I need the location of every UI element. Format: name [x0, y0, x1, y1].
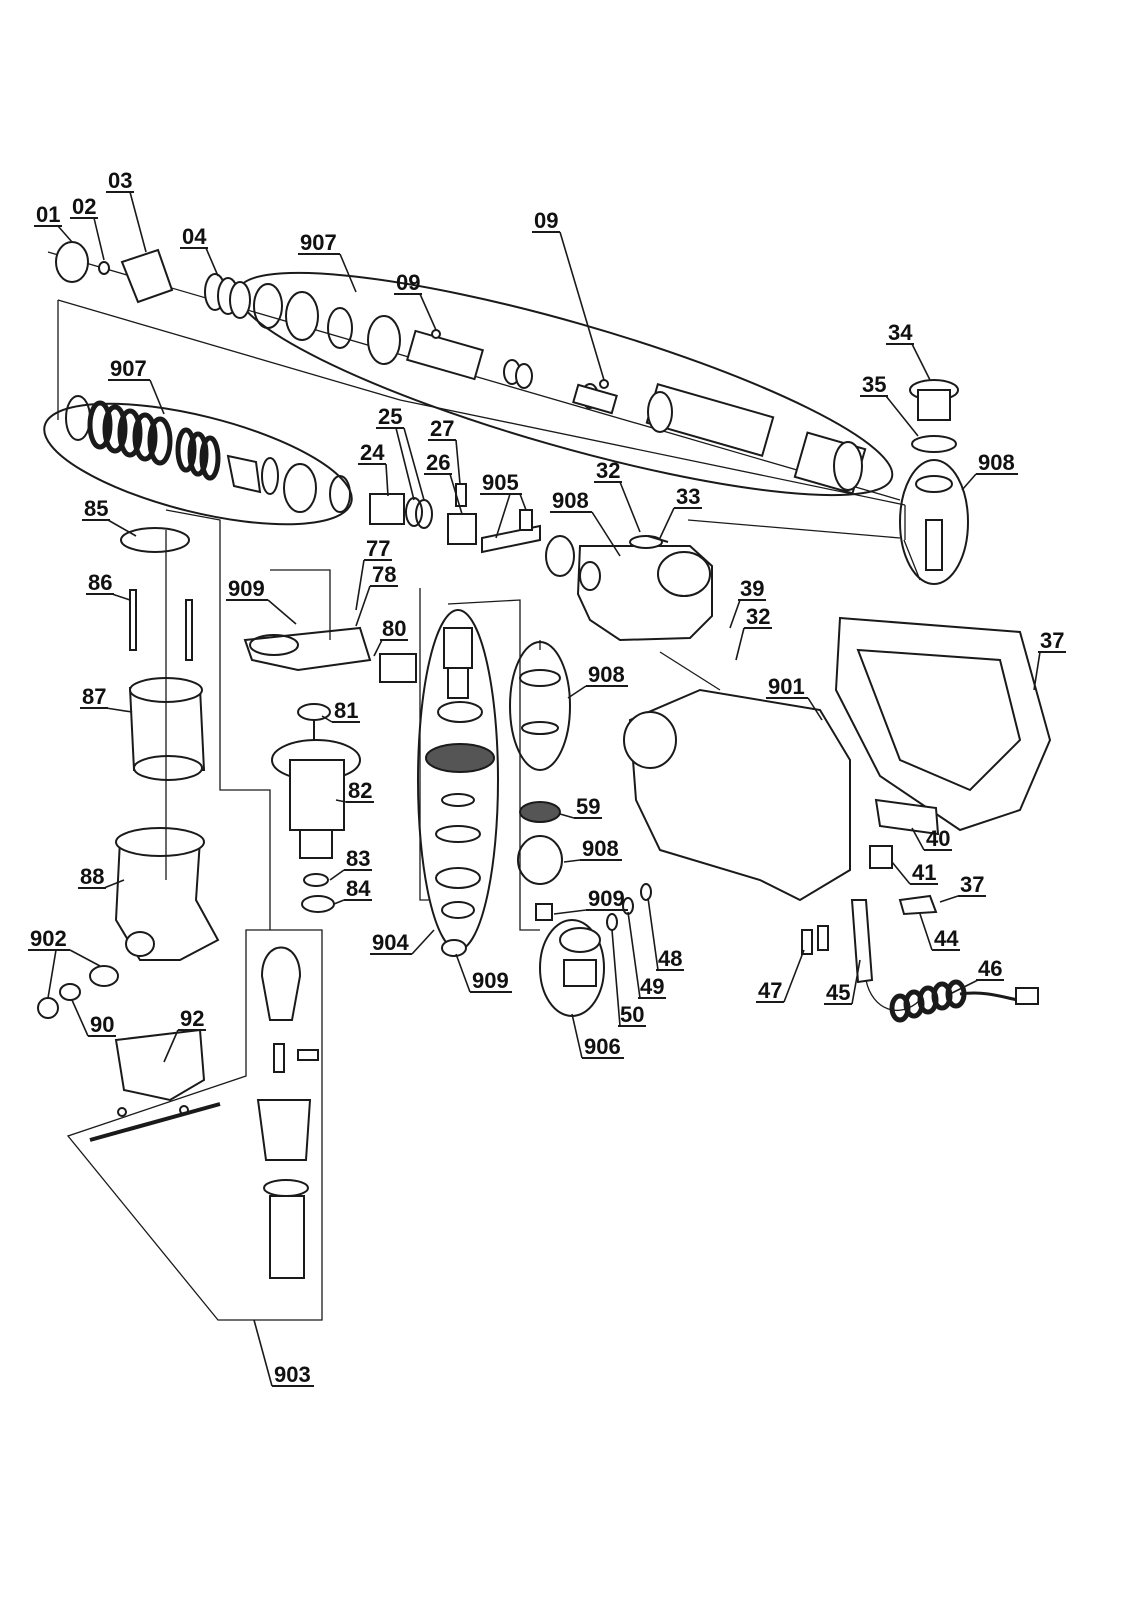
callout-26: 26	[426, 450, 450, 475]
callout-87: 87	[82, 684, 106, 709]
main-axis-lines	[47, 251, 906, 540]
part-908-middle	[517, 669, 563, 921]
switch-parts	[869, 798, 940, 916]
housing-901	[834, 616, 1052, 832]
callout-24: 24	[360, 440, 385, 465]
callout-88: 88	[80, 864, 104, 889]
callout-50: 50	[620, 1002, 644, 1027]
callout-84: 84	[346, 876, 371, 901]
callout-32-bottom: 32	[746, 604, 770, 629]
callout-78: 78	[372, 562, 396, 587]
callout-907-upper: 907	[300, 230, 337, 255]
group-908-right-outline	[899, 459, 969, 585]
part-34-35-908	[909, 379, 959, 571]
callout-902: 902	[30, 926, 67, 951]
callout-37-top: 37	[1040, 628, 1064, 653]
callout-34: 34	[888, 320, 913, 345]
cover-92	[114, 1028, 206, 1117]
callout-32-top: 32	[596, 458, 620, 483]
callout-37-bottom: 37	[960, 872, 984, 897]
callout-904: 904	[372, 930, 409, 955]
motor-cover-909	[120, 527, 417, 683]
callout-labels: 01 02 03 04 907 09 09 34 35 908 907	[28, 168, 1066, 1387]
callout-906: 906	[584, 1034, 621, 1059]
callout-39: 39	[740, 576, 764, 601]
callout-59: 59	[576, 794, 600, 819]
callout-01: 01	[36, 202, 60, 227]
callout-27: 27	[430, 416, 454, 441]
callout-47: 47	[758, 978, 782, 1003]
callout-909-bottom: 909	[472, 968, 509, 993]
spring-pack	[65, 395, 351, 513]
callout-25: 25	[378, 404, 402, 429]
callout-909-top: 909	[228, 576, 265, 601]
callout-903: 903	[274, 1362, 311, 1387]
callout-35: 35	[862, 372, 886, 397]
fittings-902-90	[37, 965, 119, 1019]
callout-41: 41	[912, 860, 936, 885]
motor-housing-88	[114, 827, 220, 961]
group-907-lower-outline	[43, 402, 353, 526]
callout-901: 901	[768, 674, 805, 699]
callout-09-b: 09	[534, 208, 558, 233]
callout-86: 86	[88, 570, 112, 595]
callout-908-lower: 908	[582, 836, 619, 861]
callout-82: 82	[348, 778, 372, 803]
callout-85: 85	[84, 496, 108, 521]
callout-09-a: 09	[396, 270, 420, 295]
callout-04: 04	[182, 224, 207, 249]
callout-33: 33	[676, 484, 700, 509]
callout-92: 92	[180, 1006, 204, 1031]
barrel-parts	[55, 241, 867, 495]
callout-908-middle: 908	[588, 662, 625, 687]
stator-87	[128, 677, 206, 781]
callout-46: 46	[978, 956, 1002, 981]
plate-906	[559, 883, 652, 987]
callout-02: 02	[72, 194, 96, 219]
callout-90: 90	[90, 1012, 114, 1037]
connection-lines	[165, 509, 921, 931]
center-housing	[623, 688, 851, 902]
gear-stack-904	[425, 627, 495, 957]
callout-905: 905	[482, 470, 519, 495]
callout-909-middle: 909	[588, 886, 625, 911]
callout-908-housing: 908	[552, 488, 589, 513]
gear-housing	[576, 535, 713, 642]
callout-908-right: 908	[978, 450, 1015, 475]
callout-45: 45	[826, 980, 850, 1005]
callout-83: 83	[346, 846, 370, 871]
callout-40: 40	[926, 826, 950, 851]
callout-49: 49	[640, 974, 664, 999]
callout-48: 48	[658, 946, 682, 971]
group-908-middle-outline	[509, 641, 571, 771]
callout-44: 44	[934, 926, 959, 951]
armature-82	[271, 703, 361, 913]
piston-assembly	[369, 483, 575, 577]
callout-80: 80	[382, 616, 406, 641]
callout-81: 81	[334, 698, 358, 723]
aux-handle-903	[66, 929, 323, 1321]
callout-907-lower: 907	[110, 356, 147, 381]
power-cord	[801, 899, 1039, 1023]
callout-03: 03	[108, 168, 132, 193]
callout-77: 77	[366, 536, 390, 561]
